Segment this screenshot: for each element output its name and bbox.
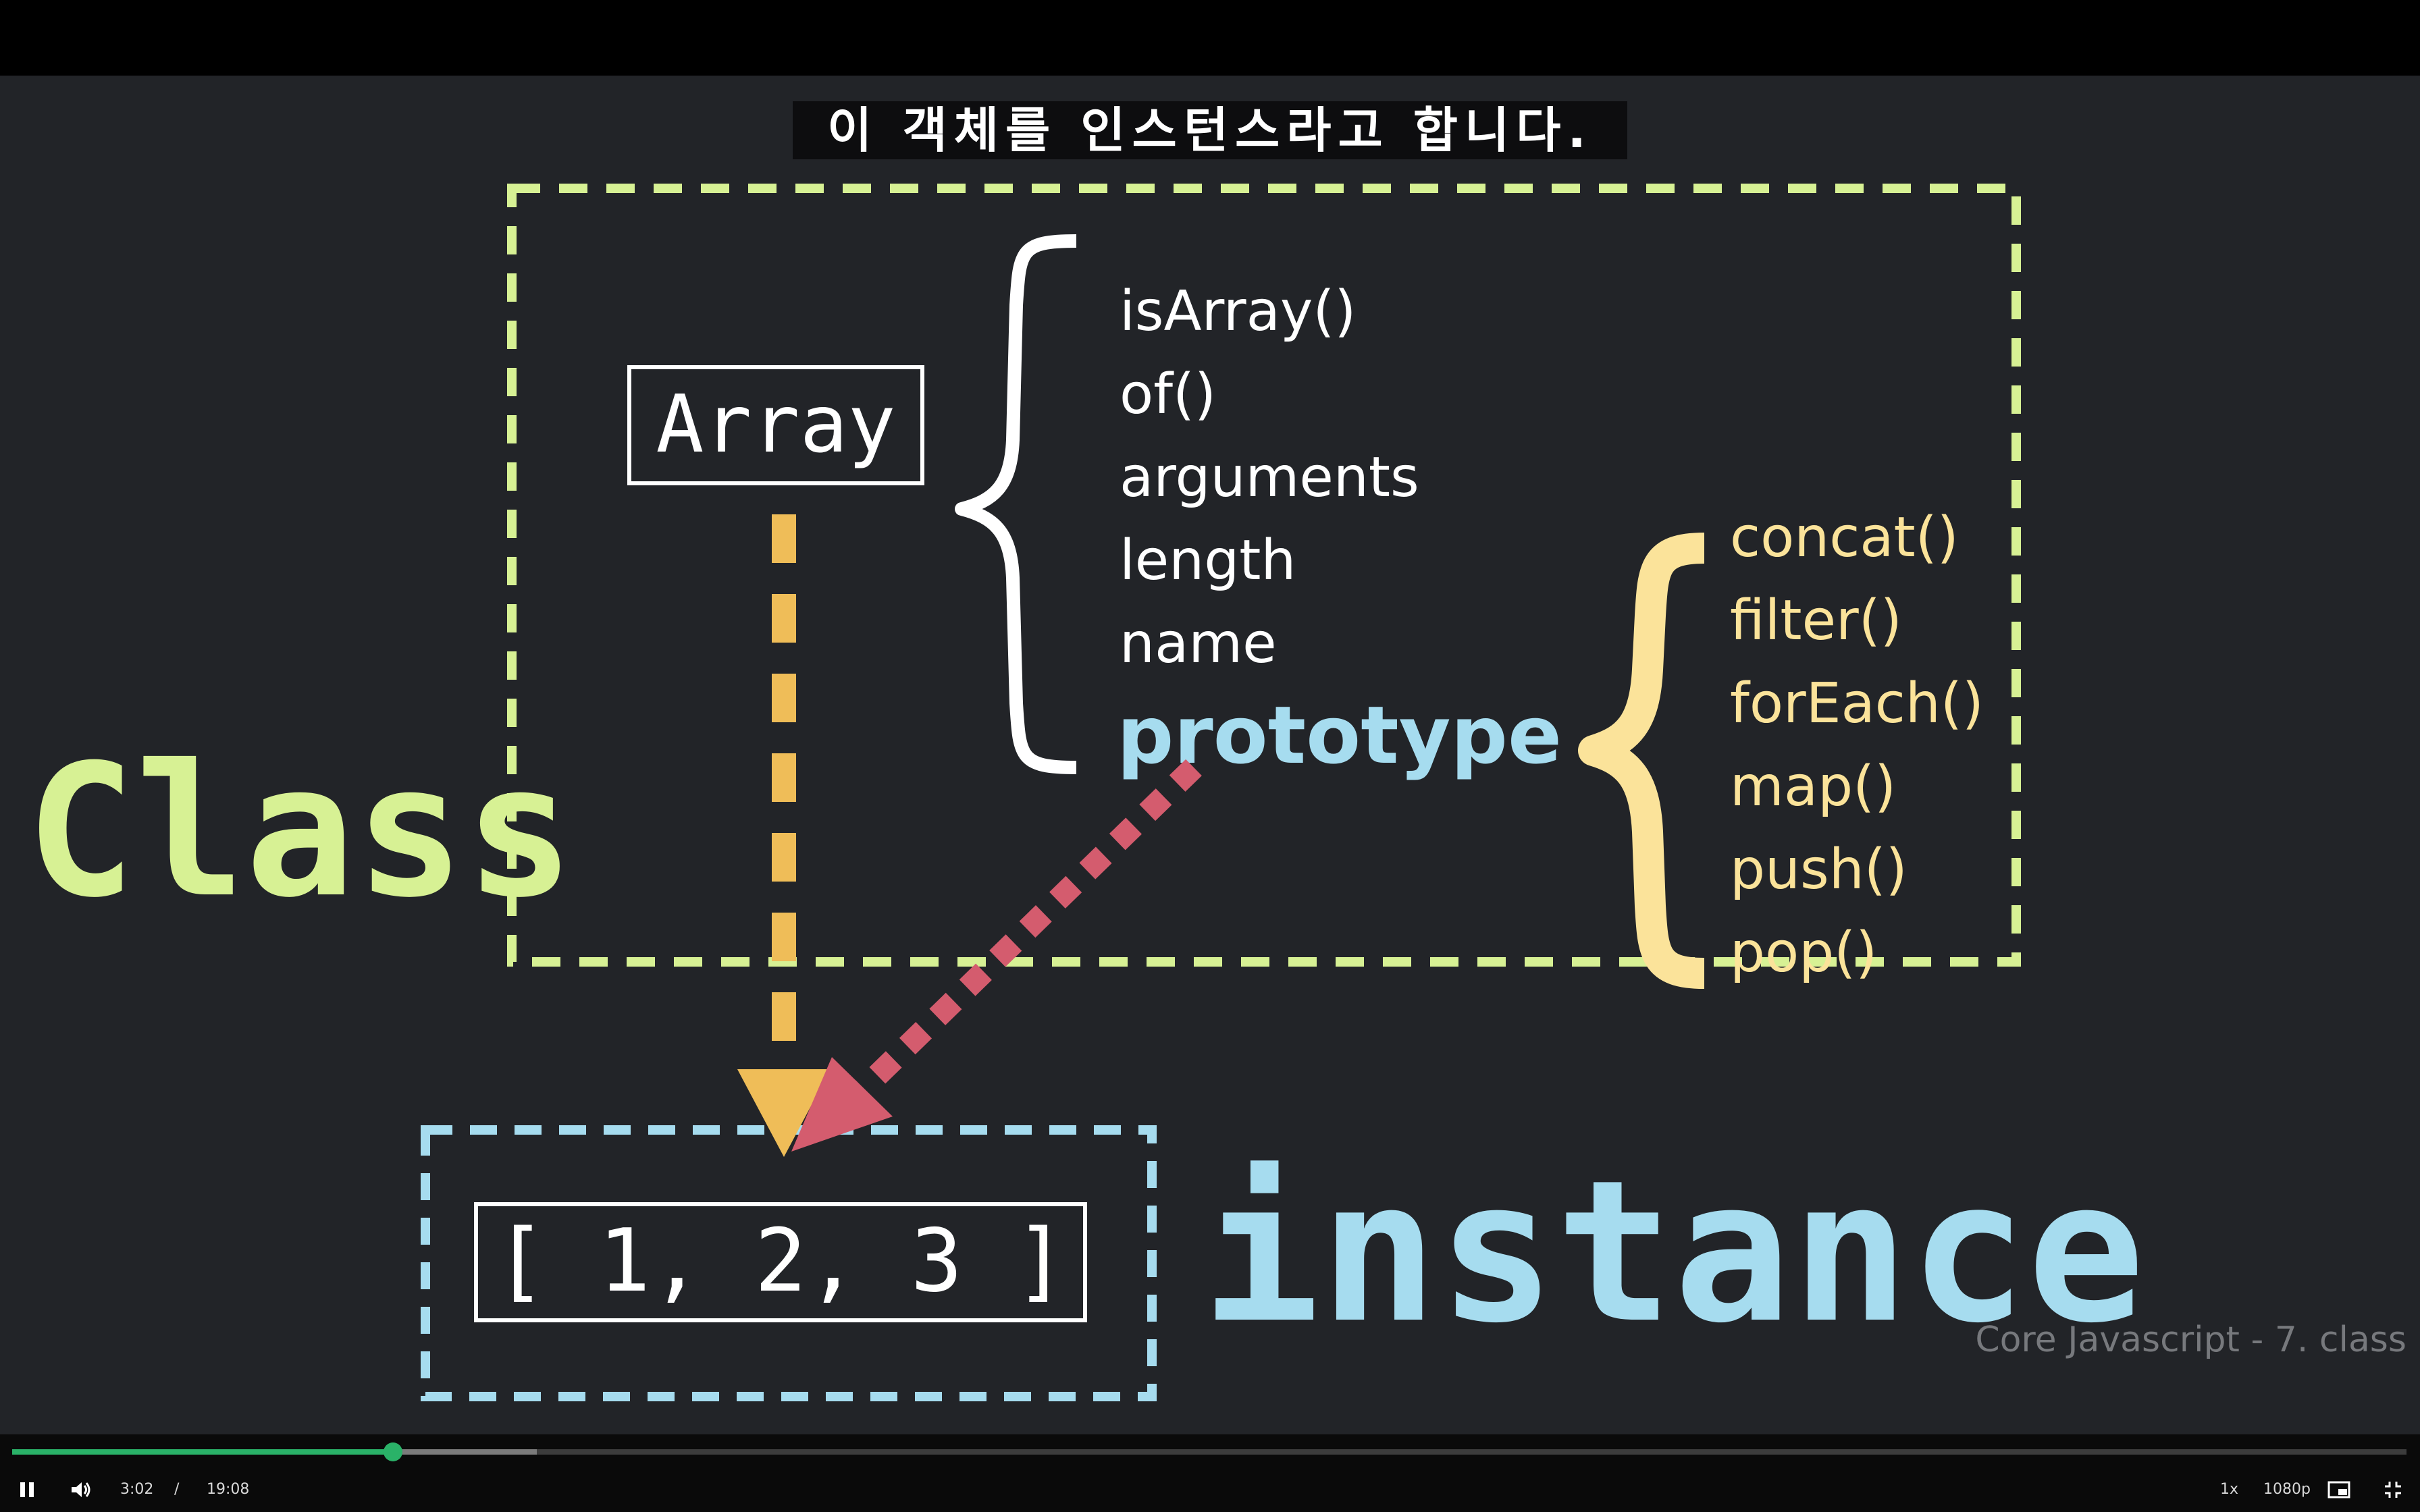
static-member-isArray: isArray() bbox=[1120, 279, 1356, 344]
top-black-bar bbox=[0, 0, 2420, 76]
array-box-label: Array bbox=[656, 377, 895, 470]
class-dashed-frame bbox=[507, 184, 2021, 967]
prototype-method-filter: filter() bbox=[1730, 589, 1902, 653]
progress-scrubber-handle[interactable] bbox=[383, 1442, 402, 1461]
prototype-methods-brace bbox=[1578, 533, 1705, 989]
playback-speed-button[interactable]: 1x bbox=[2220, 1481, 2239, 1498]
instance-value-label: [ 1, 2, 3 ] bbox=[494, 1211, 1067, 1312]
class-instance-diagram: Array [ 1, 2, 3 ] Class instance isArray… bbox=[26, 184, 2145, 1401]
duration: 19:08 bbox=[207, 1481, 250, 1498]
picture-in-picture-icon[interactable] bbox=[2324, 1475, 2354, 1505]
pause-icon[interactable] bbox=[12, 1475, 42, 1505]
progress-bar[interactable] bbox=[12, 1442, 2406, 1461]
prototype-method-forEach: forEach() bbox=[1730, 672, 1984, 736]
prototype-method-pop: pop() bbox=[1730, 921, 1877, 985]
current-time: 3:02 bbox=[120, 1481, 154, 1498]
instance-value-box bbox=[474, 1202, 1087, 1322]
player-controls-bar: 3:02 / 19:08 1x 1080p bbox=[0, 1434, 2420, 1512]
time-separator: / bbox=[174, 1481, 180, 1498]
static-member-name: name bbox=[1120, 612, 1277, 676]
quality-button[interactable]: 1080p bbox=[2263, 1481, 2311, 1498]
exit-fullscreen-icon[interactable] bbox=[2378, 1475, 2408, 1505]
prototype-arrow-head bbox=[791, 1057, 893, 1152]
static-member-length: length bbox=[1120, 529, 1296, 593]
prototype-method-map: map() bbox=[1730, 755, 1896, 819]
static-members-brace bbox=[955, 234, 1077, 774]
class-label: Class bbox=[26, 725, 575, 938]
prototype-method-push: push() bbox=[1730, 838, 1908, 902]
constructor-arrow-head bbox=[737, 1069, 831, 1157]
instance-label: instance bbox=[1202, 1139, 2145, 1366]
progress-played bbox=[12, 1449, 393, 1455]
static-member-arguments: arguments bbox=[1120, 446, 1419, 510]
volume-icon[interactable] bbox=[66, 1475, 96, 1505]
course-watermark: Core Javascript - 7. class bbox=[1975, 1320, 2406, 1360]
prototype-arrow-line bbox=[855, 759, 1202, 1098]
subtitle-caption: 이 객체를 인스턴스라고 합니다. bbox=[793, 101, 1627, 159]
video-frame[interactable]: Array [ 1, 2, 3 ] Class instance isArray… bbox=[0, 76, 2420, 1434]
prototype-method-concat: concat() bbox=[1730, 506, 1959, 570]
static-member-of: of() bbox=[1120, 362, 1216, 427]
array-box bbox=[627, 365, 924, 485]
